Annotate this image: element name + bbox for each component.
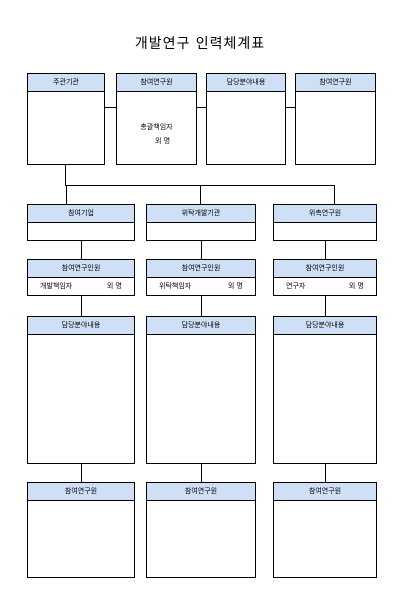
connector xyxy=(325,464,326,482)
staff-role: 위탁책임자 xyxy=(159,282,192,290)
org-header: 위촉연구원 xyxy=(274,205,376,223)
connector xyxy=(286,107,295,108)
org-header: 참여기업 xyxy=(28,205,134,223)
lead-researcher-box: 참여연구원 총괄책임자 외 명 xyxy=(116,73,197,165)
researcher-header: 참여연구원 xyxy=(28,483,134,501)
duty-header: 담당분야내용 xyxy=(274,317,376,335)
researcher-header: 참여연구원 xyxy=(147,483,255,501)
connector xyxy=(334,185,335,204)
staff-row: 연구자 외 명 xyxy=(274,277,376,295)
connector xyxy=(197,107,206,108)
staff-row: 개발책임자 외 명 xyxy=(28,277,134,295)
staff-header: 참여연구인원 xyxy=(274,260,376,278)
researcher-box: 참여연구원 xyxy=(27,482,135,578)
staff-header: 참여연구인원 xyxy=(28,260,134,278)
staff-role: 연구자 xyxy=(286,282,306,290)
lead-org-header: 주관기관 xyxy=(28,74,104,92)
lead-duty-box: 담당분야내용 xyxy=(206,73,286,165)
staff-count: 외 명 xyxy=(106,282,122,290)
connector xyxy=(66,185,67,204)
lead-org-box: 주관기관 xyxy=(27,73,105,165)
researcher-box: 참여연구원 xyxy=(273,482,377,578)
lead-member-header: 참여연구원 xyxy=(296,74,375,92)
duty-box: 담당분야내용 xyxy=(273,316,377,464)
connector xyxy=(81,241,82,259)
researcher-box: 참여연구원 xyxy=(146,482,256,578)
duty-box: 담당분야내용 xyxy=(27,316,135,464)
connector xyxy=(325,296,326,316)
org-box: 위촉연구원 xyxy=(273,204,377,241)
staff-count: 외 명 xyxy=(227,282,243,290)
duty-header: 담당분야내용 xyxy=(28,317,134,335)
staff-count: 외 명 xyxy=(348,282,364,290)
staff-header: 참여연구인원 xyxy=(147,260,255,278)
lead-researcher-header: 참여연구원 xyxy=(117,74,196,92)
connector xyxy=(105,107,116,108)
connector xyxy=(81,464,82,482)
connector xyxy=(200,185,201,204)
staff-row: 위탁책임자 외 명 xyxy=(147,277,255,295)
org-box: 참여기업 xyxy=(27,204,135,241)
connector xyxy=(325,241,326,259)
connector xyxy=(65,165,66,186)
researcher-header: 참여연구원 xyxy=(274,483,376,501)
lead-member-box: 참여연구원 xyxy=(295,73,376,165)
page-title: 개발연구 인력체계표 xyxy=(134,36,266,52)
duty-header: 담당분야내용 xyxy=(147,317,255,335)
chief-count-label: 외 명 xyxy=(154,137,171,145)
connector xyxy=(201,241,202,259)
lead-duty-header: 담당분야내용 xyxy=(207,74,285,92)
org-box: 위탁개발기관 xyxy=(146,204,256,241)
chief-manager-label: 총괄책임자 xyxy=(140,123,173,131)
duty-box: 담당분야내용 xyxy=(146,316,256,464)
staff-role: 개발책임자 xyxy=(40,282,73,290)
connector xyxy=(201,464,202,482)
org-header: 위탁개발기관 xyxy=(147,205,255,223)
connector xyxy=(81,296,82,316)
connector xyxy=(201,296,202,316)
